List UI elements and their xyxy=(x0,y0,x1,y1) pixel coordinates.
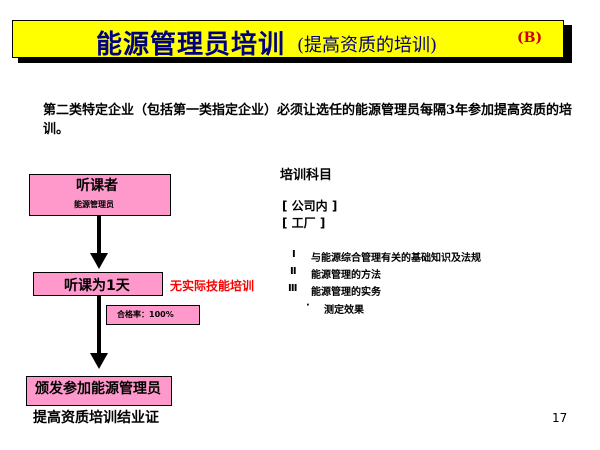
bullet-icon: · xyxy=(306,300,310,311)
subject-number-1: Ⅰ xyxy=(292,249,296,260)
subject-text-2: 能源管理的方法 xyxy=(311,270,381,281)
no-practical-training-note: 无实际技能培训 xyxy=(170,279,255,293)
pass-rate-text: 合格率：100% xyxy=(117,310,174,319)
flow-arrow-2-line xyxy=(97,296,101,354)
subject-number-2: Ⅱ xyxy=(290,266,297,277)
duration-text: 听课为1天 xyxy=(64,278,130,294)
certificate-line-2: 提高资质培训结业证 xyxy=(33,410,159,426)
subject-text-1: 与能源综合管理有关的基础知识及法规 xyxy=(311,253,481,264)
subject-number-3: Ⅲ xyxy=(288,283,298,294)
page-subtitle: (提高资质的培训) xyxy=(297,35,438,56)
intro-paragraph: 第二类特定企业（包括第一类指定企业）必须让选任的能源管理员每隔3年参加提高资质的… xyxy=(43,103,573,137)
pass-rate-box xyxy=(106,305,200,325)
duration-box xyxy=(33,272,163,296)
down-arrow-icon xyxy=(90,353,108,369)
title-banner xyxy=(12,20,564,58)
group-factory: [ 工厂 ] xyxy=(282,216,326,230)
certificate-line-1: 颁发参加能源管理员 xyxy=(35,381,161,397)
certificate-box xyxy=(26,376,172,406)
page-number: 17 xyxy=(552,411,568,425)
subject-text-3: 能源管理的实务 xyxy=(311,287,381,298)
attendee-title: 听课者 xyxy=(76,178,118,194)
subject-subitem: 测定效果 xyxy=(324,305,364,316)
flow-arrow-1-line xyxy=(97,216,101,254)
page-title: 能源管理员培训 xyxy=(96,30,286,60)
group-company: [ 公司内 ] xyxy=(282,199,338,213)
down-arrow-icon xyxy=(90,253,108,269)
subjects-title: 培训科目 xyxy=(280,168,333,183)
attendee-box xyxy=(29,174,171,216)
attendee-subtitle: 能源管理员 xyxy=(74,200,114,209)
page-tag: (B) xyxy=(517,30,543,46)
